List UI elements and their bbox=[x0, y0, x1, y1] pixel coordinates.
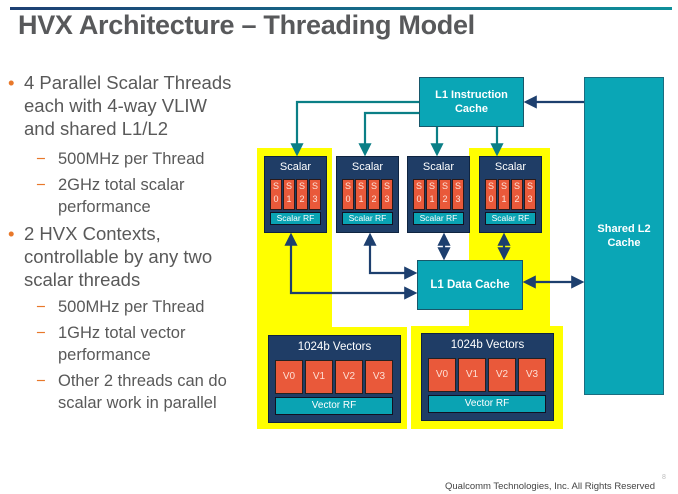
scalar-label: Scalar bbox=[494, 161, 527, 173]
slot-letter: S bbox=[272, 181, 279, 191]
scalar-rf: Scalar RF bbox=[270, 212, 321, 225]
vector-rf: Vector RF bbox=[275, 397, 393, 415]
slot-number: 1 bbox=[429, 194, 435, 204]
vector-register: V3 bbox=[518, 358, 546, 392]
slot-letter: S bbox=[526, 181, 533, 191]
slot-number: 3 bbox=[312, 194, 318, 204]
slot-number: 0 bbox=[488, 194, 494, 204]
shared-l2-cache: Shared L2 Cache bbox=[584, 77, 664, 395]
slot-letter: S bbox=[487, 181, 494, 191]
scalar-rf: Scalar RF bbox=[342, 212, 393, 225]
slot-number: 3 bbox=[455, 194, 461, 204]
arrow-icache-scalar0 bbox=[290, 100, 419, 157]
vector-register: V3 bbox=[365, 360, 393, 394]
bullet-marker: • bbox=[8, 72, 15, 93]
sub-bullet-marker: − bbox=[36, 324, 46, 342]
slide-title: HVX Architecture – Threading Model bbox=[18, 10, 475, 40]
slot-letter: S bbox=[441, 181, 448, 191]
sub-bullet-marker: − bbox=[36, 298, 46, 316]
scalar-label: Scalar bbox=[351, 161, 384, 173]
slot-letter: S bbox=[500, 181, 507, 191]
slot-number: 2 bbox=[442, 194, 448, 204]
sub-bullet-marker: − bbox=[36, 176, 46, 194]
slot-letter: S bbox=[357, 181, 364, 191]
footer-copyright: Qualcomm Technologies, Inc. All Rights R… bbox=[445, 481, 655, 492]
bullet-marker: • bbox=[8, 223, 15, 244]
scalar-rf: Scalar RF bbox=[413, 212, 464, 225]
slot-letter: S bbox=[454, 181, 461, 191]
vector-register: V2 bbox=[335, 360, 363, 394]
scalar-rf: Scalar RF bbox=[485, 212, 536, 225]
arrow-scalar1-dcache bbox=[363, 232, 418, 280]
slot-number: 3 bbox=[384, 194, 390, 204]
slot-letter: S bbox=[311, 181, 318, 191]
slot-letter: S bbox=[383, 181, 390, 191]
slot-number: 0 bbox=[273, 194, 279, 204]
vector-label: 1024b Vectors bbox=[297, 341, 372, 353]
slot-letter: S bbox=[428, 181, 435, 191]
slot-number: 1 bbox=[501, 194, 507, 204]
arrow-icache-scalar1 bbox=[358, 111, 419, 157]
slot-letter: S bbox=[415, 181, 422, 191]
vector-register: V1 bbox=[305, 360, 333, 394]
scalar-label: Scalar bbox=[422, 161, 455, 173]
slot-number: 1 bbox=[358, 194, 364, 204]
slot-number: 2 bbox=[371, 194, 377, 204]
title-rule bbox=[10, 7, 672, 10]
slot-number: 1 bbox=[286, 194, 292, 204]
vector-register: V1 bbox=[458, 358, 486, 392]
vector-register: V0 bbox=[275, 360, 303, 394]
sub-bullet-marker: − bbox=[36, 372, 46, 390]
slot-letter: S bbox=[344, 181, 351, 191]
slot-number: 2 bbox=[514, 194, 520, 204]
slot-letter: S bbox=[513, 181, 520, 191]
scalar-label: Scalar bbox=[279, 161, 312, 173]
sub-bullet-marker: − bbox=[36, 150, 46, 168]
vector-register: V0 bbox=[428, 358, 456, 392]
vector-label: 1024b Vectors bbox=[450, 339, 525, 351]
slot-number: 2 bbox=[299, 194, 305, 204]
slot-number: 0 bbox=[416, 194, 422, 204]
l1-data-cache: L1 Data Cache bbox=[417, 260, 523, 310]
vector-register: V2 bbox=[488, 358, 516, 392]
slot-letter: S bbox=[298, 181, 305, 191]
l1-instruction-cache: L1 Instruction Cache bbox=[419, 77, 524, 127]
arrow-scalar0-dcache bbox=[284, 232, 418, 300]
slot-number: 3 bbox=[527, 194, 533, 204]
slot-number: 0 bbox=[345, 194, 351, 204]
slot-letter: S bbox=[370, 181, 377, 191]
page-number: 8 bbox=[662, 474, 666, 481]
slot-letter: S bbox=[285, 181, 292, 191]
vector-rf: Vector RF bbox=[428, 395, 546, 413]
